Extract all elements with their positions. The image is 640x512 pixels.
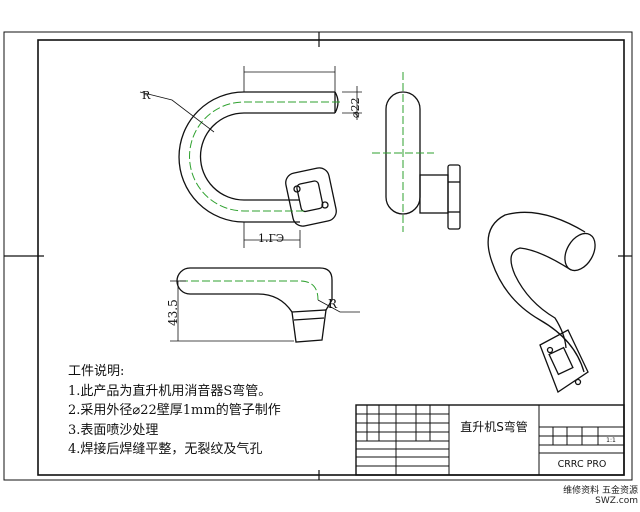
dim-width-bottom: 1.ГЭ: [258, 232, 284, 245]
note-item: 3.表面喷沙处理: [68, 422, 159, 438]
isometric-view: [487, 211, 596, 393]
title-sheet-label: 1:1: [606, 437, 616, 444]
title-company: CRRC PRO: [558, 459, 607, 470]
side-view: [385, 91, 461, 230]
note-item: 4.焊接后焊缝平整，无裂纹及气孔: [68, 442, 263, 458]
front-centerline: [189, 101, 340, 212]
work-notes: 工件说明: 1.此产品为直升机用消音器S弯管。 2.采用外径⌀22壁厚1mm的管…: [68, 362, 368, 460]
notes-heading: 工件说明:: [68, 364, 125, 379]
dim-radius-top: R: [142, 89, 151, 102]
side-flange: [447, 164, 461, 230]
front-dimensions: [139, 66, 362, 248]
watermark-line2: SWZ.com: [595, 496, 638, 506]
dim-radius-side: R: [328, 297, 338, 311]
dim-height-side: 43.5: [166, 299, 180, 326]
front-view-u-bend: [178, 91, 339, 227]
drawing-border: [37, 39, 625, 476]
top-view: [176, 267, 333, 343]
iso-flange: [539, 329, 589, 393]
top-flange: [291, 309, 327, 343]
watermark-line1: 维修资料 五金资源: [563, 486, 638, 496]
note-item: 2.采用外径⌀22壁厚1mm的管子制作: [68, 403, 281, 419]
centering-marks: [4, 32, 632, 480]
front-flange: [285, 167, 337, 227]
dim-diameter-top: ⌀22: [349, 97, 362, 118]
top-view-dimensions: [170, 280, 360, 342]
site-watermark: 维修资料 五金资源 SWZ.com: [558, 486, 638, 506]
note-item: 1.此产品为直升机用消音器S弯管。: [68, 383, 272, 399]
title-part-name: 直升机S弯管: [460, 419, 528, 434]
title-block: [355, 404, 625, 476]
